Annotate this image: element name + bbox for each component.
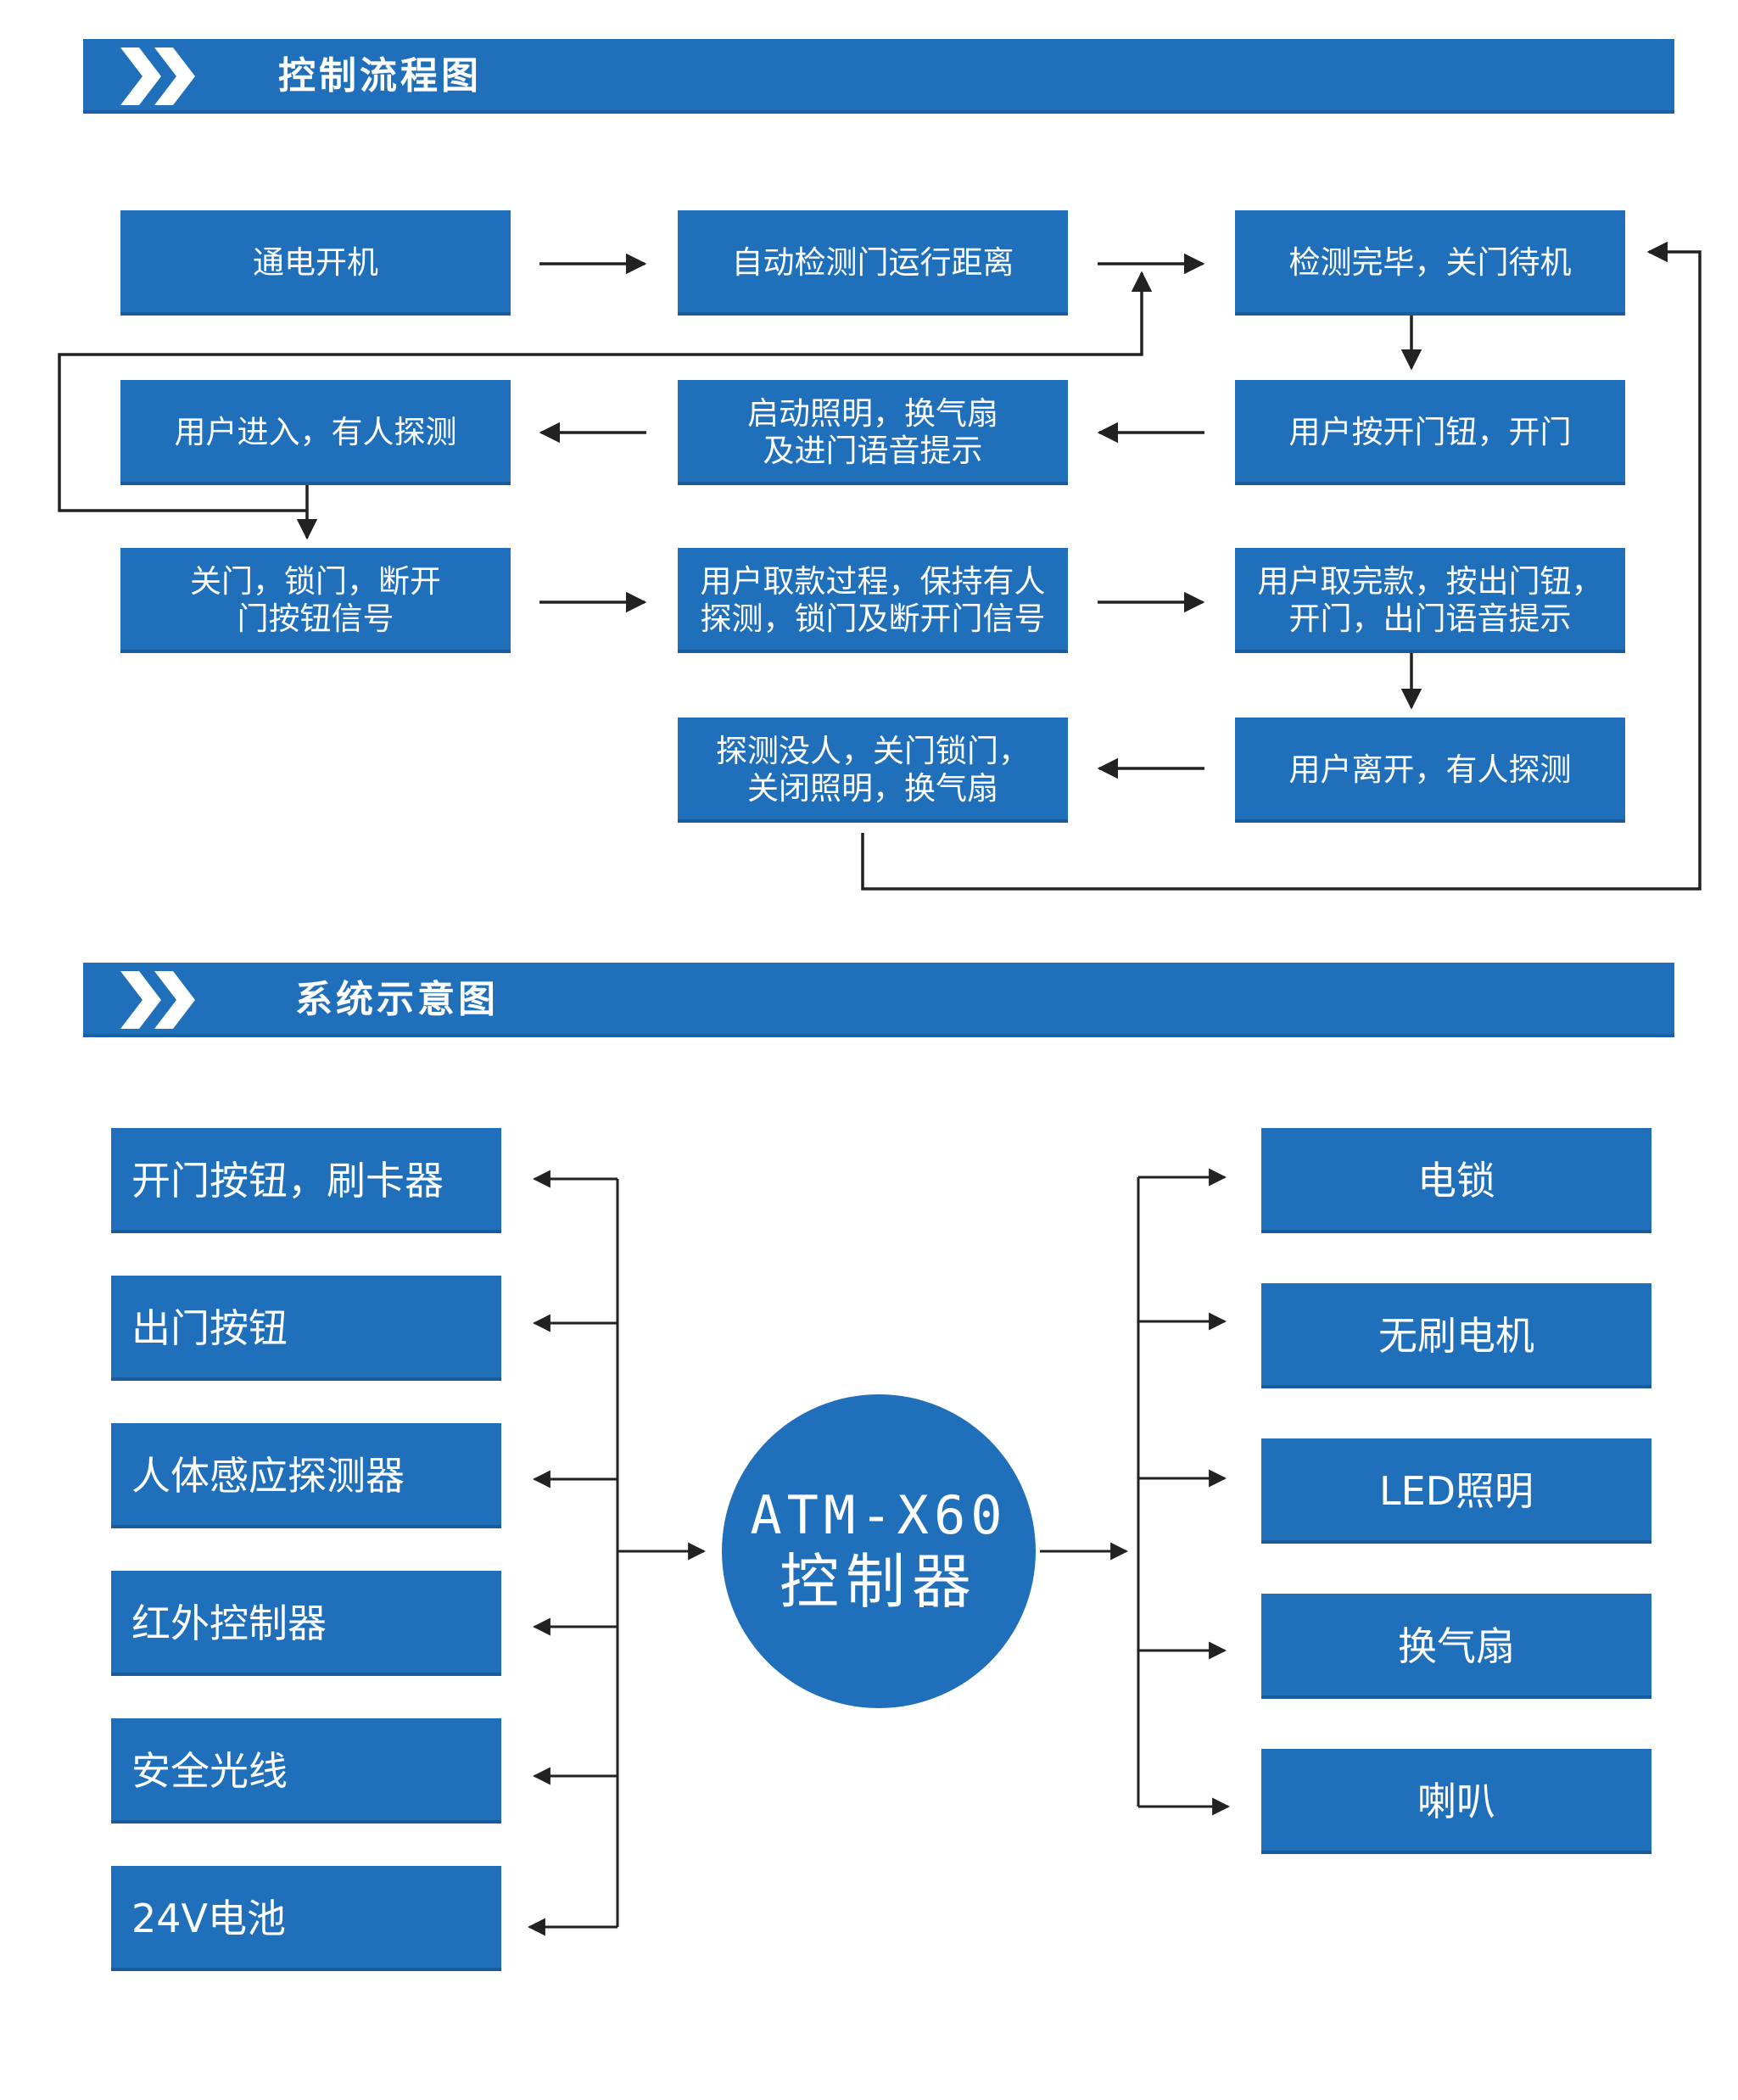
controller-label: 控制器 [780,1547,978,1617]
flowchart-title: 控制流程图 [278,54,482,98]
flow-step-light-fan: 启动照明，换气扇 及进门语音提示 [678,380,1068,485]
system-output: 换气扇 [1261,1594,1651,1699]
system-output: 电锁 [1261,1128,1651,1233]
loop-arrow [58,271,1153,512]
system-output: 无刷电机 [1261,1283,1651,1388]
system-input: 开门按钮，刷卡器 [111,1128,501,1233]
system-input: 人体感应探测器 [111,1423,501,1528]
flow-step-power-on: 通电开机 [120,210,511,316]
system-input: 24V电池 [111,1866,501,1971]
flow-step-leave: 用户离开，有人探测 [1235,718,1625,823]
system-input: 安全光线 [111,1718,501,1824]
double-chevron-icon [120,47,195,105]
controller-circle: ATM-X60 控制器 [722,1394,1036,1708]
system-input: 出门按钮 [111,1276,501,1381]
system-input: 红外控制器 [111,1571,501,1676]
flow-step-press-open: 用户按开门钮，开门 [1235,380,1625,485]
system-title: 系统示意图 [295,978,499,1021]
flowchart-header: 控制流程图 [83,39,1674,114]
flow-step-withdraw: 用户取款过程，保持有人 探测，锁门及断开门信号 [678,548,1068,653]
loop-arrow [861,241,1702,891]
flow-step-lock: 关门，锁门，断开 门按钮信号 [120,548,511,653]
system-header: 系统示意图 [83,963,1674,1037]
flow-step-standby: 检测完毕，关门待机 [1235,210,1625,316]
flow-step-auto-detect: 自动检测门运行距离 [678,210,1068,316]
flow-step-nobody: 探测没人，关门锁门， 关闭照明，换气扇 [678,718,1068,823]
system-output: 喇叭 [1261,1749,1651,1854]
flow-step-finish: 用户取完款，按出门钮， 开门，出门语音提示 [1235,548,1625,653]
flow-step-enter: 用户进入，有人探测 [120,380,511,485]
double-chevron-icon [120,971,195,1029]
controller-model: ATM-X60 [750,1484,1008,1546]
system-output: LED照明 [1261,1438,1651,1544]
